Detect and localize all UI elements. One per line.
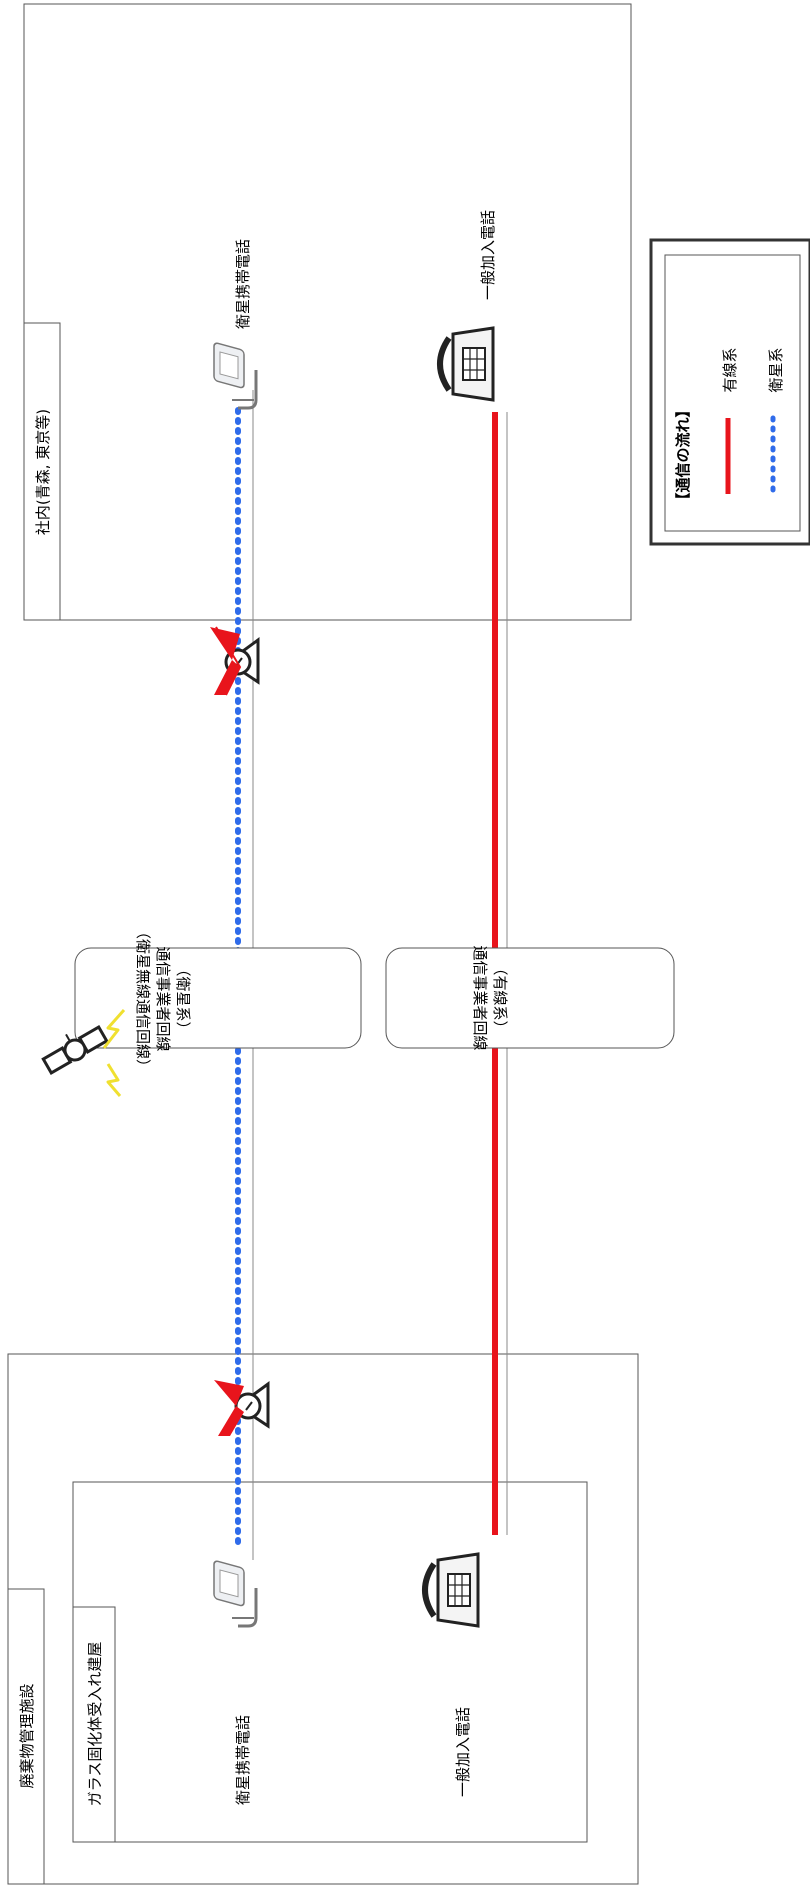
satellite-phone-icon — [213, 342, 258, 410]
wired-carrier-line-1: 通信事業者回線 — [471, 945, 489, 1050]
satellite-phone-icon-bottom — [213, 1560, 258, 1628]
satellite-icon — [41, 1025, 109, 1075]
wired-carrier-line-2: （有線系） — [491, 960, 509, 1035]
satellite-carrier-line-2: （衛星無線通信回線） — [134, 924, 152, 1074]
building-area-label: ガラス固化体受入れ建屋 — [86, 1642, 104, 1807]
building-area-box — [72, 1481, 588, 1843]
legend-wired-label: 有線系 — [721, 347, 739, 392]
satellite-phone-top-label: 衛星携帯電話 — [234, 239, 252, 329]
satellite-carrier-line-3: （衛星系） — [174, 961, 192, 1036]
office-area-label-box — [23, 322, 61, 621]
building-area-label-box — [72, 1606, 116, 1843]
landline-top-label: 一般加入電話 — [479, 210, 497, 300]
facility-area-label: 廃棄物管理施設 — [18, 1683, 36, 1788]
legend-title: 【通信の流れ】 — [674, 402, 692, 507]
office-area-box — [23, 3, 632, 621]
wired-carrier-box — [385, 947, 675, 1049]
satellite-carrier-line-1: 通信事業者回線 — [154, 946, 172, 1051]
facility-area-label-box — [7, 1588, 45, 1885]
landline-bottom-label: 一般加入電話 — [454, 1707, 472, 1797]
satellite-phone-bottom-label: 衛星携帯電話 — [234, 1715, 252, 1805]
landline-phone-icon — [437, 326, 495, 402]
antenna-mark-icon-bottom — [214, 1380, 244, 1436]
legend-satellite-label: 衛星系 — [767, 347, 785, 392]
landline-phone-icon-bottom — [422, 1552, 480, 1628]
lightning-icon — [102, 1009, 126, 1097]
satellite-carrier-box — [74, 947, 362, 1049]
legend-inner-box — [664, 254, 801, 532]
antenna-mark-icon — [210, 626, 242, 696]
office-area-label: 社内(青森, 東京等) — [34, 409, 52, 535]
